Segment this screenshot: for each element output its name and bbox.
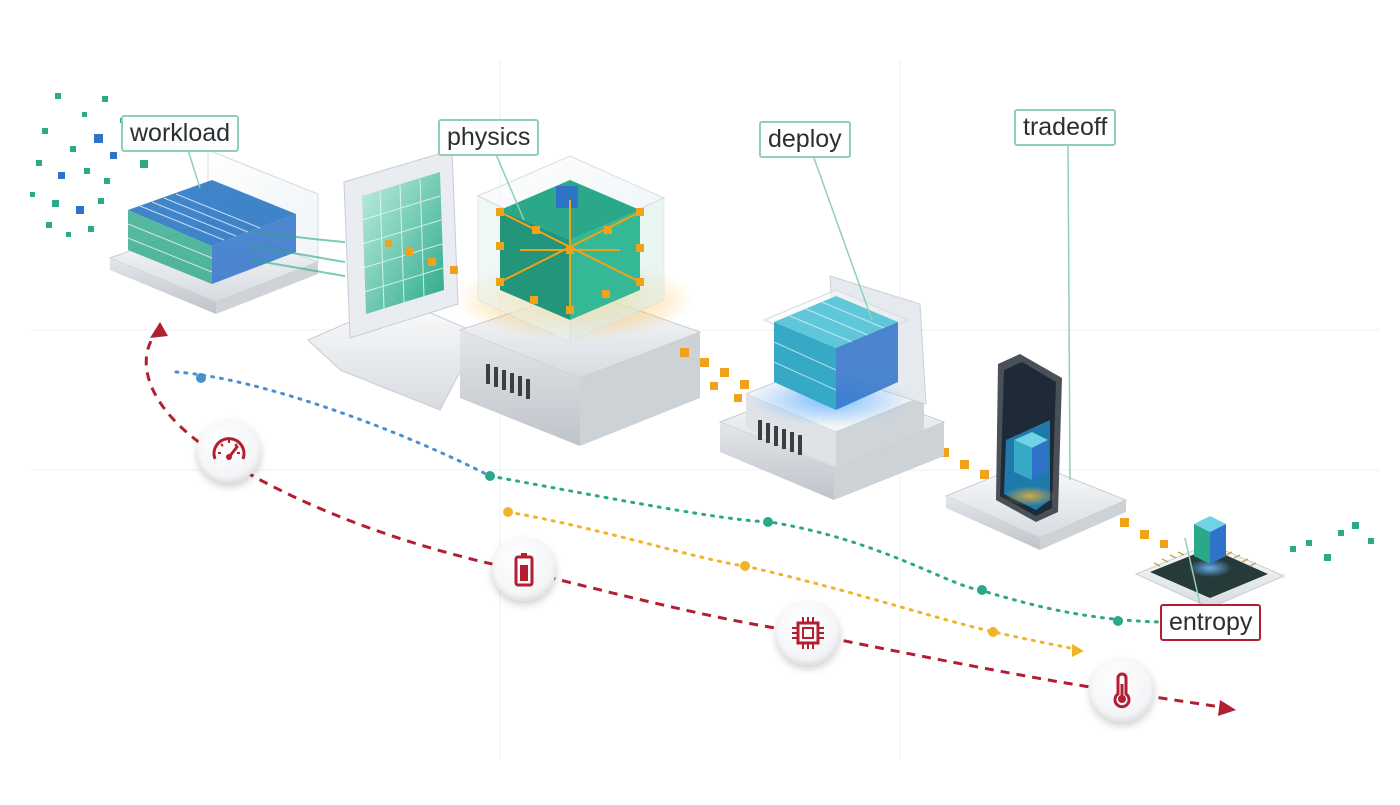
speedometer-icon bbox=[197, 419, 261, 483]
red-path-arrowhead-end bbox=[1218, 700, 1236, 716]
label-workload: workload bbox=[121, 115, 240, 152]
orange-path-arrowhead bbox=[1072, 644, 1084, 657]
label-entropy: entropy bbox=[1160, 604, 1262, 641]
orange-path-node bbox=[503, 507, 513, 517]
entropy-module bbox=[1134, 516, 1374, 609]
blue-path-node bbox=[196, 373, 206, 383]
workload-module bbox=[108, 149, 346, 314]
teal-path-node bbox=[485, 471, 495, 481]
physics-module bbox=[307, 149, 702, 446]
orange-path-node bbox=[740, 561, 750, 571]
teal-path-node bbox=[763, 517, 773, 527]
tradeoff-module bbox=[944, 354, 1128, 550]
battery-icon bbox=[492, 537, 556, 601]
orange-dotted-path bbox=[506, 510, 1082, 652]
deploy-module bbox=[718, 275, 946, 500]
label-leader-lines bbox=[187, 141, 1201, 605]
chip-icon bbox=[776, 601, 840, 665]
teal-dotted-path bbox=[488, 474, 1162, 624]
teal-path-node bbox=[977, 585, 987, 595]
label-tradeoff: tradeoff bbox=[1014, 109, 1117, 146]
orange-path-node bbox=[988, 627, 998, 637]
red-path-arrowhead-start bbox=[150, 322, 168, 338]
thermometer-icon bbox=[1090, 658, 1154, 722]
teal-path-node bbox=[1113, 616, 1123, 626]
blue-dotted-path bbox=[174, 370, 492, 478]
label-physics: physics bbox=[438, 119, 540, 156]
label-deploy: deploy bbox=[759, 121, 851, 158]
